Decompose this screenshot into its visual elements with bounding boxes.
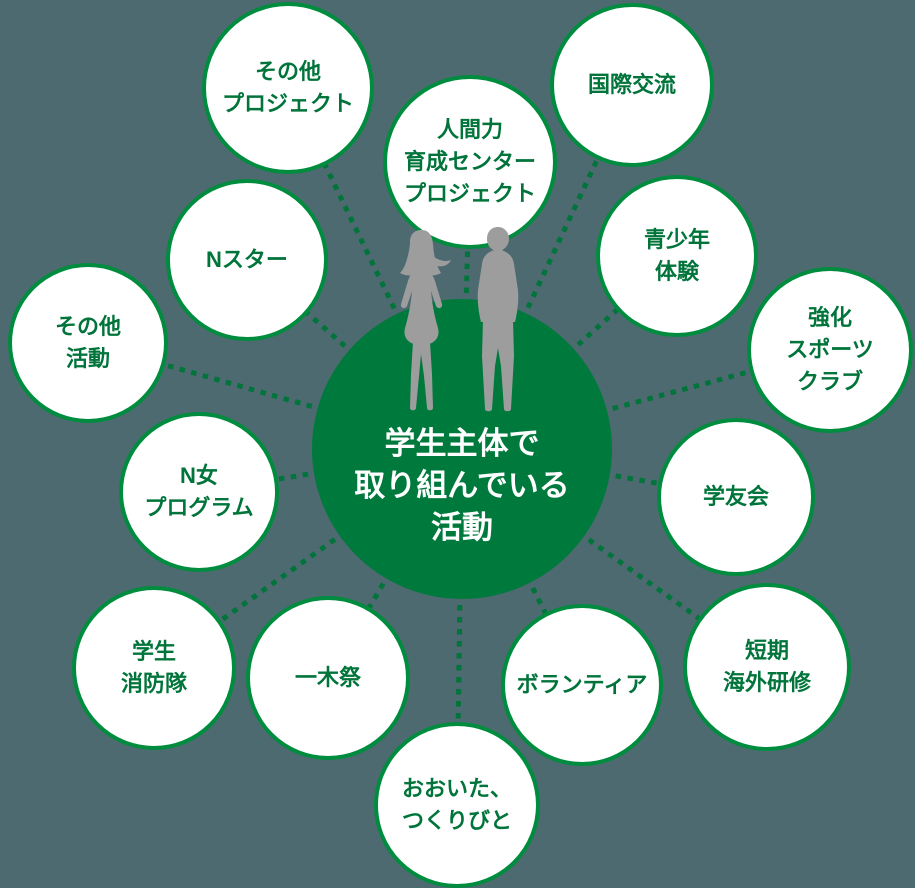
activity-node-label-line: ボランティア xyxy=(516,672,648,697)
activity-node-label: その他プロジェクト xyxy=(222,56,354,120)
activity-node-label-line: 国際交流 xyxy=(587,72,676,97)
activity-node-label-line: 人間力 xyxy=(436,117,503,142)
activity-node-label-line: その他 xyxy=(54,314,121,339)
center-hub-label-line: 学生主体で xyxy=(384,426,540,461)
activity-node-gakuyukai[interactable]: 学友会 xyxy=(657,418,815,576)
activity-node-label-line: プロジェクト xyxy=(221,91,354,116)
activity-node-label-line: 育成センター xyxy=(403,149,536,174)
center-hub-label: 学生主体で 取り組んでいる 活動 xyxy=(354,423,569,599)
activity-node-n-star[interactable]: Nスター xyxy=(166,179,328,341)
student-silhouettes xyxy=(400,227,519,412)
activity-node-sonota-katsudo[interactable]: その他活動 xyxy=(8,263,168,423)
activity-node-label-line: その他 xyxy=(254,59,321,84)
activity-node-label-line: おおいた、 xyxy=(401,776,512,801)
activity-node-sonota-project[interactable]: その他プロジェクト xyxy=(202,2,374,174)
activity-node-label: ボランティア xyxy=(517,669,648,701)
activity-node-label-line: 活動 xyxy=(65,346,110,371)
activity-node-tanki-kaigai-kenshu[interactable]: 短期海外研修 xyxy=(683,583,851,751)
activity-node-label-line: N女 xyxy=(180,463,218,488)
activity-node-label-line: Nスター xyxy=(206,247,288,272)
center-hub-label-line: 取り組んでいる xyxy=(354,468,570,503)
activity-node-label-line: プロジェクト xyxy=(403,181,536,206)
activity-node-label-line: 海外研修 xyxy=(722,670,811,695)
female-student-silhouette xyxy=(400,230,451,411)
activity-node-volunteer[interactable]: ボランティア xyxy=(501,604,663,766)
activity-node-kokusai-koryu[interactable]: 国際交流 xyxy=(550,3,714,167)
activity-node-oita-tsukuribito[interactable]: おおいた、つくりびと xyxy=(374,722,540,888)
activity-node-label-line: スポーツ xyxy=(786,337,874,362)
center-hub-circle: 学生主体で 取り組んでいる 活動 xyxy=(312,299,612,599)
activity-node-label: 学生消防隊 xyxy=(121,636,187,700)
center-hub-label-line: 活動 xyxy=(430,510,493,545)
activity-node-label: 強化スポーツクラブ xyxy=(786,302,874,398)
activity-node-label-line: つくりびと xyxy=(401,808,512,833)
activity-node-label-line: 学友会 xyxy=(702,484,769,509)
activity-node-label-line: 学生 xyxy=(131,639,176,664)
activity-node-label: その他活動 xyxy=(55,311,121,375)
activity-node-label-line: クラブ xyxy=(796,369,863,394)
activity-node-label: 人間力育成センタープロジェクト xyxy=(404,114,536,210)
activity-node-seishonen-taiken[interactable]: 青少年体験 xyxy=(596,175,758,337)
activity-node-label: 青少年体験 xyxy=(644,224,710,288)
activity-node-label-line: 体験 xyxy=(654,259,699,284)
activity-node-label-line: 青少年 xyxy=(643,227,710,252)
activity-node-gakusei-shobotai[interactable]: 学生消防隊 xyxy=(72,586,236,750)
male-student-silhouette xyxy=(477,227,519,412)
activity-node-label: 一木祭 xyxy=(295,662,361,694)
activity-node-label-line: プログラム xyxy=(144,495,254,520)
activity-node-label-line: 強化 xyxy=(807,305,852,330)
activity-node-label: おおいた、つくりびと xyxy=(402,773,512,837)
activity-node-label: Nスター xyxy=(206,244,288,276)
activity-node-label-line: 消防隊 xyxy=(120,671,187,696)
activity-node-label-line: 一木祭 xyxy=(294,665,361,690)
activity-node-label: 学友会 xyxy=(703,481,769,513)
activity-node-label: N女プログラム xyxy=(144,460,253,524)
activity-node-label: 短期海外研修 xyxy=(723,635,811,699)
activity-node-kyoka-sports-club[interactable]: 強化スポーツクラブ xyxy=(747,267,913,433)
activity-node-ichiboku-sai[interactable]: 一木祭 xyxy=(246,596,410,760)
activity-node-n-jo-program[interactable]: N女プログラム xyxy=(119,412,279,572)
activity-node-label: 国際交流 xyxy=(588,69,676,101)
activity-node-label-line: 短期 xyxy=(744,638,789,663)
activity-node-ningenryoku-ikusei-center-project[interactable]: 人間力育成センタープロジェクト xyxy=(383,75,557,249)
